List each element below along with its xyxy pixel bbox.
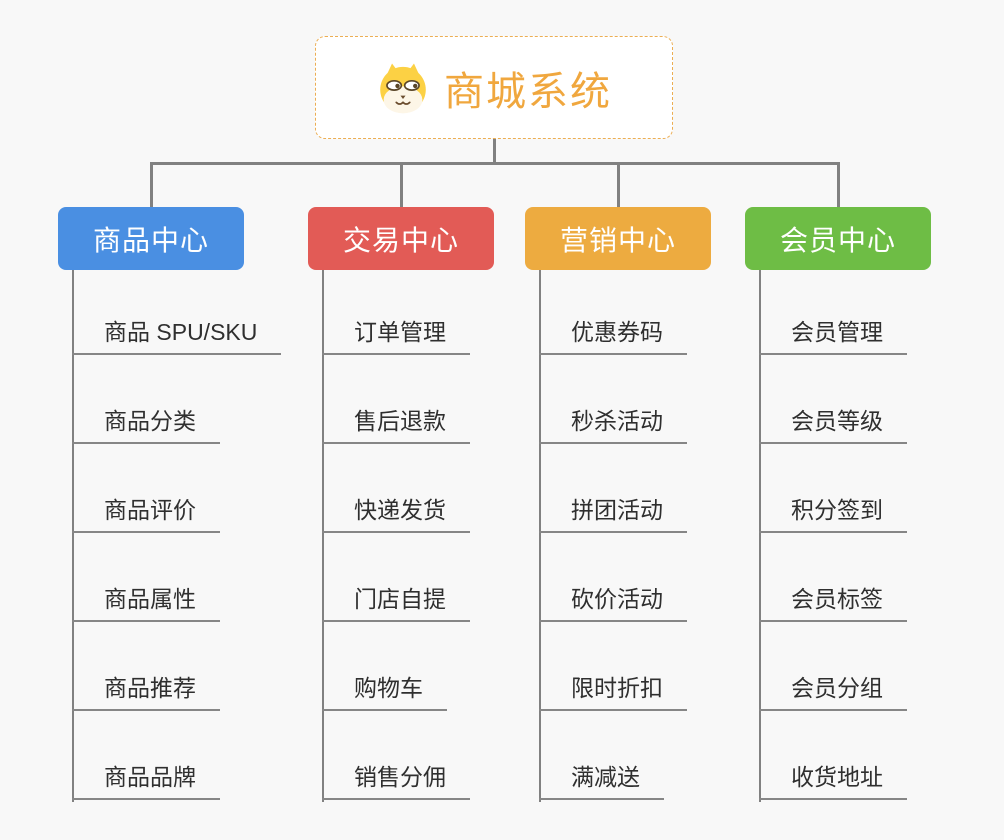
leaf-node[interactable]: 商品评价 (72, 495, 220, 533)
leaf-trunk-line (322, 270, 324, 802)
leaf-node[interactable]: 商品分类 (72, 406, 220, 444)
leaf-node[interactable]: 拼团活动 (539, 495, 687, 533)
leaf-node[interactable]: 商品推荐 (72, 673, 220, 711)
root-node[interactable]: 商城系统 (315, 36, 673, 139)
leaf-node[interactable]: 秒杀活动 (539, 406, 687, 444)
leaf-node[interactable]: 快递发货 (322, 495, 470, 533)
leaf-trunk-line (759, 270, 761, 802)
leaf-node[interactable]: 商品 SPU/SKU (72, 317, 282, 355)
branch-stem-line (149, 162, 153, 207)
leaf-node[interactable]: 商品属性 (72, 584, 220, 622)
leaf-node[interactable]: 订单管理 (322, 317, 470, 355)
leaf-node[interactable]: 砍价活动 (539, 584, 687, 622)
leaf-node[interactable]: 购物车 (322, 673, 447, 711)
category-node[interactable]: 交易中心 (308, 207, 494, 270)
category-node[interactable]: 营销中心 (525, 207, 711, 270)
leaf-node[interactable]: 会员标签 (759, 584, 907, 622)
category-node[interactable]: 会员中心 (745, 207, 931, 270)
category-label: 交易中心 (342, 224, 459, 256)
leaf-node[interactable]: 积分签到 (759, 495, 907, 533)
leaf-node[interactable]: 售后退款 (322, 406, 470, 444)
leaf-node[interactable]: 会员管理 (759, 317, 907, 355)
dog-face-icon (380, 63, 426, 113)
leaf-node[interactable]: 会员分组 (759, 673, 907, 711)
category-node[interactable]: 商品中心 (58, 207, 244, 270)
root-stem-line (493, 139, 496, 165)
category-label: 商品中心 (92, 224, 209, 256)
category-label: 会员中心 (779, 224, 896, 256)
leaf-node[interactable]: 满减送 (539, 762, 664, 800)
branch-stem-line (616, 162, 620, 207)
leaf-node[interactable]: 门店自提 (322, 584, 470, 622)
leaf-trunk-line (539, 270, 541, 802)
leaf-node[interactable]: 会员等级 (759, 406, 907, 444)
leaf-node[interactable]: 限时折扣 (539, 673, 687, 711)
branch-rail-line (150, 162, 839, 165)
leaf-node[interactable]: 商品品牌 (72, 762, 220, 800)
branch-stem-line (399, 162, 403, 207)
branch-stem-line (836, 162, 840, 207)
category-label: 营销中心 (559, 224, 676, 256)
leaf-node[interactable]: 优惠券码 (539, 317, 687, 355)
leaf-trunk-line (72, 270, 74, 802)
leaf-node[interactable]: 收货地址 (759, 762, 907, 800)
root-title: 商城系统 (444, 69, 612, 114)
leaf-node[interactable]: 销售分佣 (322, 762, 470, 800)
